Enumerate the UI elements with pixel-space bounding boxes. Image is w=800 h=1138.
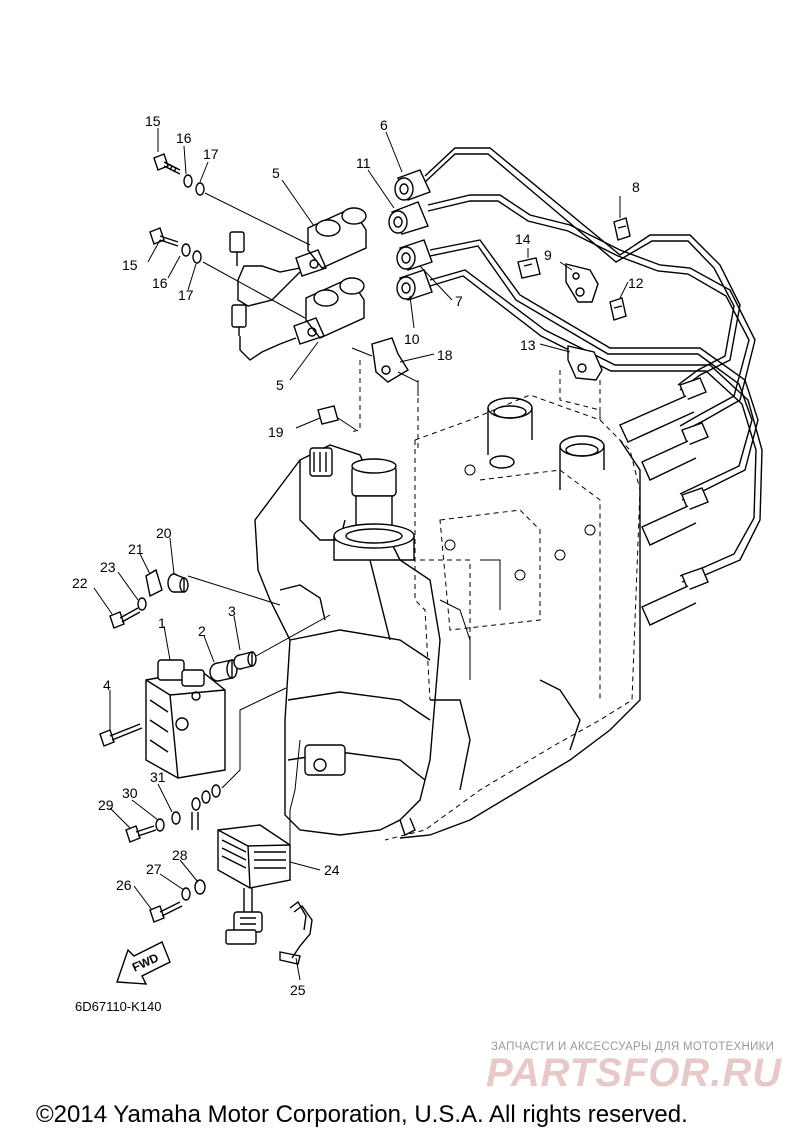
- clip-21: [145, 568, 163, 598]
- clamp-25: [279, 900, 313, 965]
- watermark-tagline: ЗАПЧАСТИ И АКСЕССУАРЫ ДЛЯ МОТОТЕХНИКИ: [491, 1041, 775, 1053]
- callout-15: 15: [122, 257, 138, 273]
- grommet-20: [167, 573, 281, 606]
- callout-10: 10: [404, 331, 420, 347]
- callout-19: 19: [268, 424, 284, 440]
- watermark-brand: PARTSFOR.RU: [486, 1051, 783, 1095]
- bracket-19: [317, 405, 357, 431]
- rectifier-regulator: [217, 739, 301, 945]
- callout-13: 13: [520, 337, 536, 353]
- callout-6: 6: [380, 117, 388, 133]
- bolt-4: [99, 723, 143, 747]
- bracket-8: [613, 217, 631, 241]
- callout-18: 18: [437, 347, 453, 363]
- callout-31: 31: [150, 769, 166, 785]
- engine-body: [254, 439, 641, 839]
- callout-15: 15: [145, 113, 161, 129]
- grommet-3: [233, 614, 331, 670]
- spark-plug-leads: [424, 147, 763, 583]
- callout-5: 5: [276, 377, 284, 393]
- bracket-9: [565, 263, 599, 303]
- callout-labels: 15 16 17 6 5 11 8 14 9 12 15 16 17 7 10 …: [72, 113, 644, 998]
- bracket-14: [517, 257, 541, 279]
- ignition-coil-upper: [237, 207, 367, 307]
- copyright-notice: ©2014 Yamaha Motor Corporation, U.S.A. A…: [36, 1101, 688, 1128]
- cdi-unit: [145, 659, 226, 779]
- ignition-coil-lower: [239, 277, 365, 361]
- callout-29: 29: [98, 797, 114, 813]
- callout-16: 16: [152, 275, 168, 291]
- callout-17: 17: [203, 146, 219, 162]
- callout-14: 14: [515, 231, 531, 247]
- forward-direction-arrow-icon: [116, 941, 171, 985]
- callout-3: 3: [228, 603, 236, 619]
- callout-21: 21: [128, 541, 144, 557]
- callout-23: 23: [100, 559, 116, 575]
- spark-plug-caps: [619, 377, 709, 626]
- callout-27: 27: [146, 861, 162, 877]
- leader-lines: [93, 128, 629, 981]
- bolt-22: [109, 607, 141, 629]
- cylinder-ports: [487, 397, 605, 490]
- coil-bolts-lower: [149, 227, 306, 319]
- callout-1: 1: [158, 615, 166, 631]
- callout-11: 11: [356, 155, 371, 171]
- coil-bolts-upper: [153, 153, 311, 246]
- callout-25: 25: [290, 982, 306, 998]
- callout-16: 16: [176, 130, 192, 146]
- callout-17: 17: [178, 287, 194, 303]
- bracket-12: [609, 297, 627, 321]
- callout-28: 28: [172, 847, 188, 863]
- callout-8: 8: [632, 179, 640, 195]
- callout-24: 24: [324, 862, 340, 878]
- callout-4: 4: [103, 677, 111, 693]
- coil-connectors: [229, 231, 247, 336]
- bracket-13: [567, 345, 603, 420]
- bracket-18: [351, 337, 419, 396]
- coil-lead-boots: [388, 169, 433, 301]
- washer-23: [137, 597, 147, 611]
- callout-2: 2: [198, 623, 206, 639]
- callout-12: 12: [628, 275, 644, 291]
- callout-26: 26: [116, 877, 132, 893]
- callout-7: 7: [455, 293, 463, 309]
- callout-9: 9: [544, 247, 552, 263]
- collar-2: [209, 659, 238, 682]
- callout-20: 20: [156, 525, 172, 541]
- callout-22: 22: [72, 575, 88, 591]
- callout-5: 5: [272, 165, 280, 181]
- part-diagram-code: 6D67110-K140: [75, 999, 162, 1014]
- callout-30: 30: [122, 785, 138, 801]
- fasteners-lower: [125, 687, 287, 923]
- engine-block-outline: [349, 360, 641, 841]
